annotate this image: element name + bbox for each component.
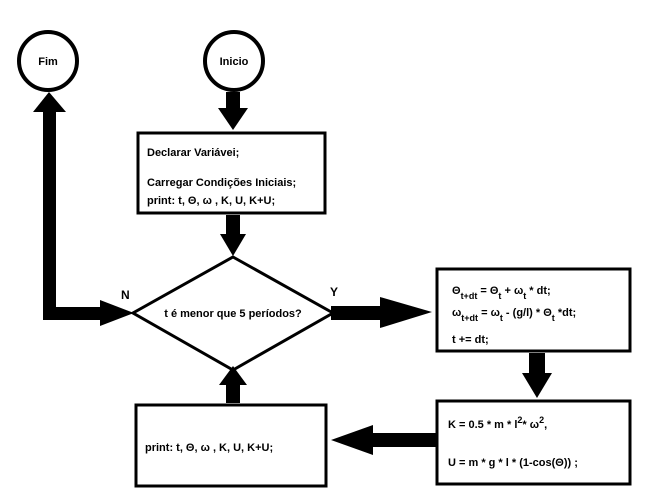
arrow-init-shaft [226,215,240,236]
time-update: t += dt; [452,334,489,346]
kinetic-energy-formula: K = 0.5 * m * l2* ω2, [448,415,547,431]
init-process-box [136,131,327,215]
decision-question: t é menor que 5 períodos? [164,308,302,320]
arrow-energy-shaft [371,433,437,447]
end-terminal [17,30,79,92]
theta-update: Θt+dt = Θt + ωt * dt; [452,285,551,301]
print-statement: print: t, Θ, ω , K, U, K+U; [145,442,273,454]
init-line-declare: Declarar Variávei; [147,147,239,159]
arrow-start-head [218,108,248,130]
arrow-start-shaft [226,92,240,110]
arrow-end-head [33,92,66,112]
arrow-print-head [219,366,247,385]
start-label: Inicio [220,56,249,68]
arrow-print-shaft [226,382,240,403]
print-process-box [134,403,328,488]
arrow-yes-shaft [331,306,383,320]
update-process-box [435,267,632,353]
arrow-update-shaft [529,353,545,375]
init-line-print: print: t, Θ, ω , K, U, K+U; [147,195,275,207]
arrow-update-head [522,373,552,398]
yes-label: Y [330,285,338,299]
arrow-no-vertical [43,108,56,320]
energy-process-box [435,399,632,486]
arrow-no-horizontal [43,307,102,320]
no-label: N [121,288,130,302]
omega-update: ωt+dt = ωt - (g/l) * Θt *dt; [452,307,576,323]
start-terminal [203,30,265,92]
arrow-init-head [220,234,246,256]
end-label: Fim [38,56,58,68]
potential-energy-formula: U = m * g * l * (1-cos(Θ)) ; [448,457,578,469]
arrow-yes-head [380,297,432,328]
init-line-load: Carregar Condições Iniciais; [147,177,296,189]
arrow-energy-head [331,425,373,455]
arrow-no-head [100,300,134,326]
